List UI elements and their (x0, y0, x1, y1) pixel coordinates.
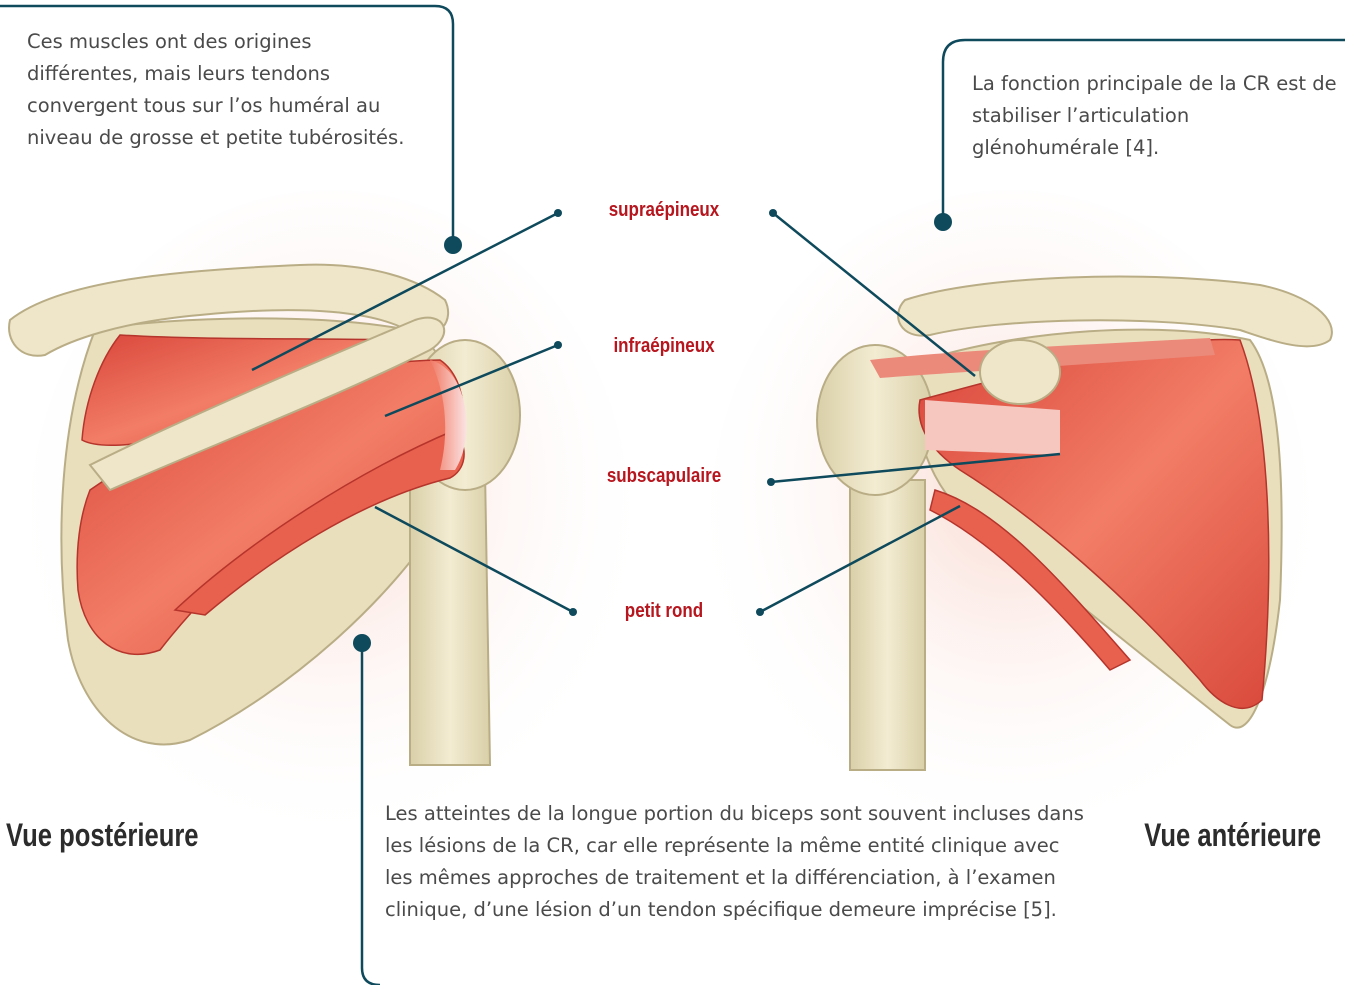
marker-top-left (444, 236, 462, 254)
label-supraspinatus: supraépineux (571, 199, 758, 222)
label-teres-minor: petit rond (571, 600, 758, 623)
dot-infra (554, 341, 562, 349)
marker-top-right (934, 213, 952, 231)
note-biceps-long-head: Les atteintes de la longue portion du bi… (385, 798, 1085, 926)
label-infraspinatus: infraépineux (571, 335, 758, 358)
view-label-anterior: Vue antérieure (1144, 817, 1321, 854)
view-label-posterior: Vue postérieure (6, 817, 199, 854)
dot-supra-right (769, 209, 777, 217)
note-cr-function: La fonction principale de la CR est de s… (972, 68, 1342, 164)
dot-subsc (767, 478, 775, 486)
marker-bottom (353, 634, 371, 652)
note-muscle-origins: Ces muscles ont des origines différentes… (27, 26, 427, 154)
dot-supra-left (554, 209, 562, 217)
label-subscapularis: subscapulaire (571, 465, 758, 488)
